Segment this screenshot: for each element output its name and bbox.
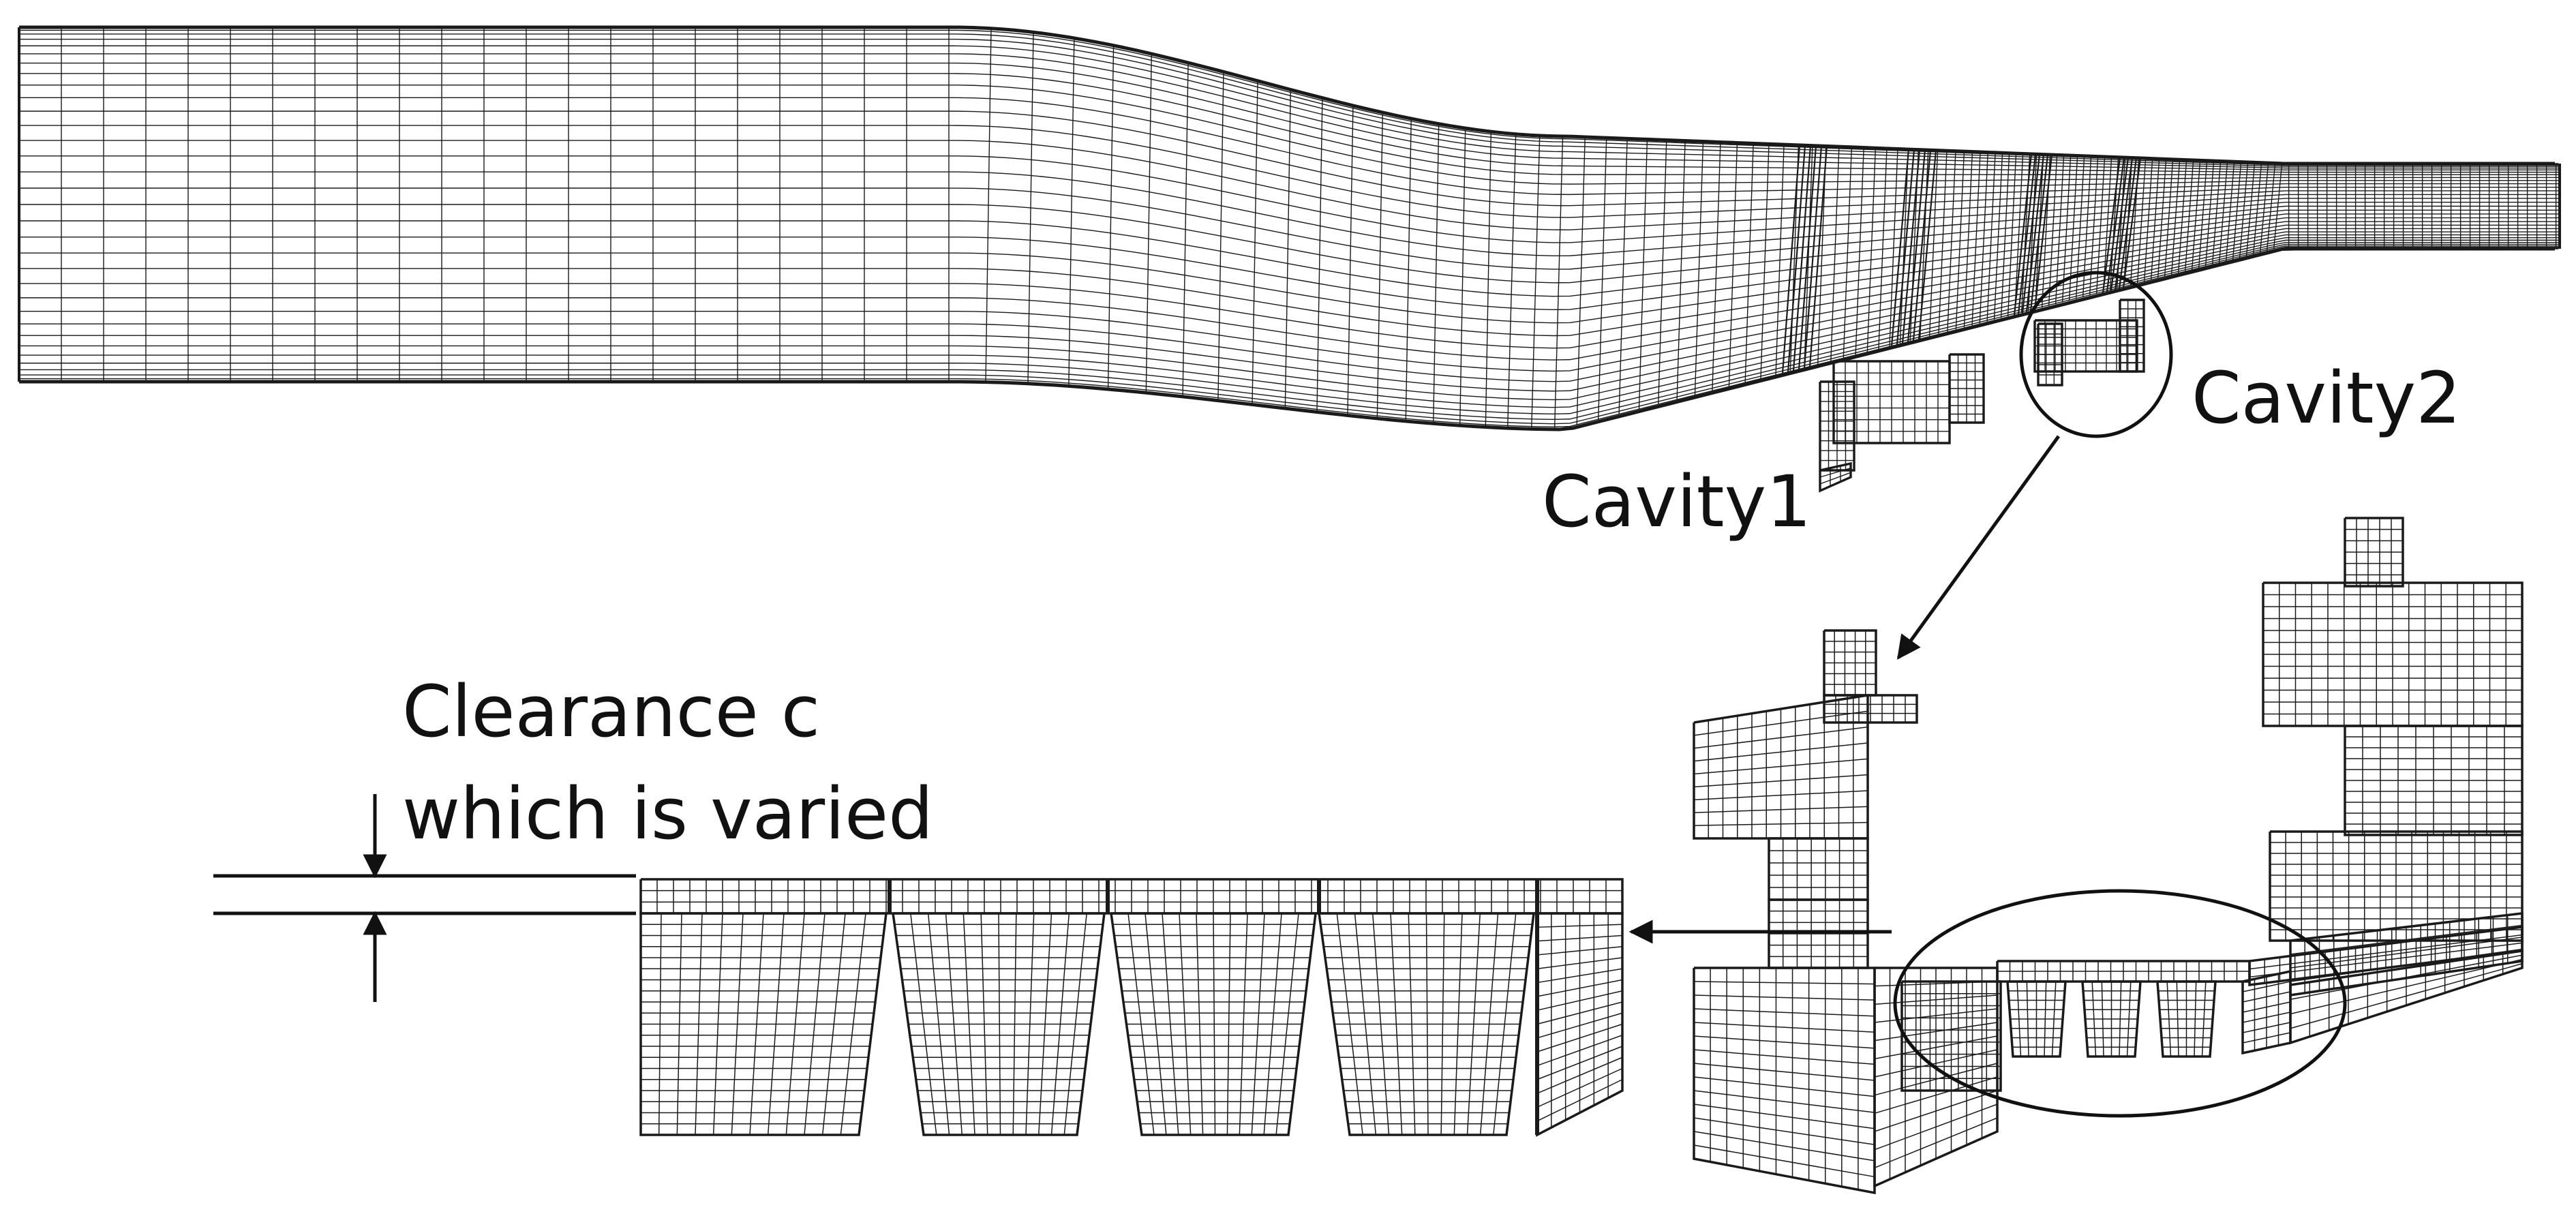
seal-teeth-mesh — [639, 878, 1624, 1137]
cavity2-mesh — [2033, 299, 2145, 386]
cavity1-mesh — [1819, 353, 1985, 493]
zoom-arrow-cavity2 — [1896, 435, 2061, 660]
cavity2-highlight-circle — [2019, 271, 2173, 438]
zoomed-cavity-mesh — [1693, 517, 2524, 1195]
channel-mesh — [18, 25, 2561, 431]
cavity1-label: Cavity1 — [1542, 460, 1811, 543]
clearance-label-line1: Clearance c — [402, 670, 820, 753]
clearance-label-line2: which is varied — [402, 772, 933, 855]
clearance-dimension — [213, 794, 636, 1002]
seal-teeth-highlight-ellipse — [1893, 889, 2347, 1118]
cavity2-label: Cavity2 — [2192, 356, 2461, 440]
